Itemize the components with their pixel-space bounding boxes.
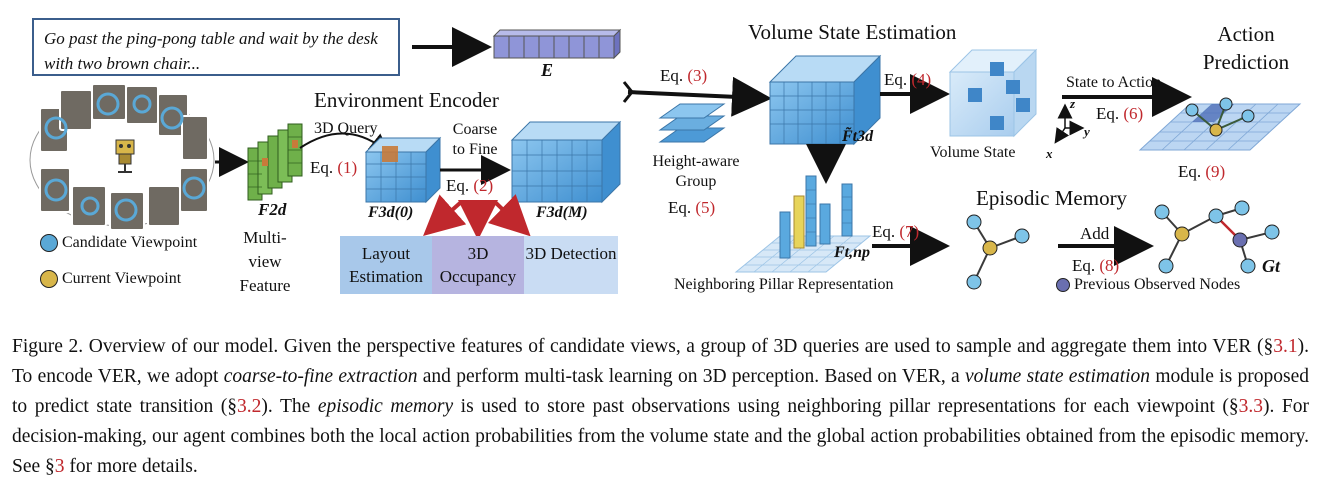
task-3d-occupancy: 3D Occupancy <box>439 244 517 286</box>
legend-current-label: Current Viewpoint <box>62 270 182 287</box>
eq1-label: Eq. (1) <box>310 158 358 177</box>
caption-part: is used to store past observations using… <box>453 396 1239 417</box>
ft3d-label: F̃t3d <box>842 128 874 145</box>
caption-part: episodic memory <box>317 396 454 417</box>
current-dot-icon <box>40 270 58 288</box>
query-label: 3D Query <box>314 120 378 137</box>
volume-state-label: Volume State <box>930 144 1016 161</box>
legend-candidate-label: Candidate Viewpoint <box>62 234 198 251</box>
axis-y-label: y <box>1084 124 1090 139</box>
local-graph <box>966 214 1030 290</box>
caption-part: ). For decision-making, our agent combin… <box>12 396 1309 477</box>
height-aware-group-slabs <box>658 103 726 143</box>
caption-part: for more details. <box>64 456 198 477</box>
memory-graph <box>1154 200 1280 274</box>
caption-part: 3 <box>54 456 65 477</box>
volume-state-cube <box>948 48 1038 138</box>
state-to-action-label: State to Action <box>1066 74 1162 91</box>
eq6-label: Eq. (6) <box>1096 104 1144 123</box>
eq7-label: Eq. (7) <box>872 222 920 241</box>
eq9-label: Eq. (9) <box>1178 162 1226 181</box>
caption-part: 3.3 <box>1238 396 1264 417</box>
volume-state-title: Volume State Estimation <box>748 20 957 44</box>
figure-caption: Figure 2. Overview of our model. Given t… <box>12 332 1309 482</box>
caption-part: ). The <box>261 396 318 417</box>
legend-current: Current Viewpoint <box>40 270 181 288</box>
legend-candidate: Candidate Viewpoint <box>40 234 197 252</box>
gt-label: Gt <box>1262 256 1280 276</box>
episodic-memory-title: Episodic Memory <box>976 186 1128 210</box>
task-layout-bg <box>340 236 432 294</box>
caption-label: Figure 2. <box>12 336 84 357</box>
volume-feature-cube <box>768 54 882 146</box>
height-aware-group-label: Height-aware Group <box>652 153 740 190</box>
action-prediction-title: Action Prediction <box>1202 22 1290 74</box>
task-3d-detection: 3D Detection <box>525 244 617 263</box>
figure-graphics <box>29 27 1302 294</box>
voxel-grid-fine <box>510 120 622 204</box>
previous-dot-icon <box>1056 278 1070 292</box>
eq2-label: Eq. (2) <box>446 176 494 195</box>
f3dM-label: F3d(M) <box>536 204 588 221</box>
instruction-text: Go past the ping-pong table and wait by … <box>44 29 378 73</box>
candidate-dot-icon <box>40 234 58 252</box>
ftn-p-label: Ft,np <box>834 244 871 261</box>
instruction-box: Go past the ping-pong table and wait by … <box>32 18 400 76</box>
legend-previous: Previous Observed Nodes <box>1056 276 1240 294</box>
task-detection-bg <box>524 236 618 294</box>
environment-encoder-title: Environment Encoder <box>314 88 499 112</box>
caption-part: volume state estimation <box>965 366 1151 387</box>
model-overview-figure: Go past the ping-pong table and wait by … <box>29 18 1302 295</box>
panorama-ring <box>29 83 215 231</box>
voxel-grid-coarse <box>364 136 442 204</box>
action-grid <box>1138 97 1302 151</box>
xyz-axes <box>1054 103 1085 144</box>
eq8-label: Eq. (8) <box>1072 256 1120 275</box>
multi-view-feature-label: Multi-view Feature <box>239 228 291 295</box>
caption-part: Overview of our model. Given the perspec… <box>83 336 1274 357</box>
neighboring-pillar-label: Neighboring Pillar Representation <box>674 276 894 293</box>
legend-previous-label: Previous Observed Nodes <box>1074 276 1241 293</box>
embedding-bar <box>492 28 622 60</box>
caption-part: 3.2 <box>237 396 262 417</box>
caption-part: and perform multi-task learning on 3D pe… <box>417 366 966 387</box>
axis-x-label: x <box>1046 146 1053 161</box>
eq4-label: Eq. (4) <box>884 70 932 89</box>
caption-part: ). To encode VER, we adopt <box>12 336 1309 387</box>
f2d-label: F2d <box>258 200 287 219</box>
task-layout-estimation: Layout Estimation <box>349 244 423 286</box>
embedding-label: E <box>541 60 554 80</box>
caption-body: Overview of our model. Given the perspec… <box>12 336 1309 477</box>
f3d0-label: F3d(0) <box>368 204 414 221</box>
caption-part: module is proposed to predict state tran… <box>12 366 1309 417</box>
add-label: Add <box>1080 224 1110 243</box>
eq3-label: Eq. (3) <box>660 66 708 85</box>
axis-z-label: z <box>1070 96 1076 111</box>
caption-part: 3.1 <box>1273 336 1298 357</box>
neighboring-pillar-grid <box>734 175 872 273</box>
coarse-to-fine-label: Coarse to Fine <box>452 121 498 158</box>
multi-view-feature-maps <box>247 123 303 201</box>
eq5-label: Eq. (5) <box>668 198 716 217</box>
caption-part: coarse-to-fine extraction <box>223 366 418 387</box>
task-occupancy-bg <box>432 236 524 294</box>
